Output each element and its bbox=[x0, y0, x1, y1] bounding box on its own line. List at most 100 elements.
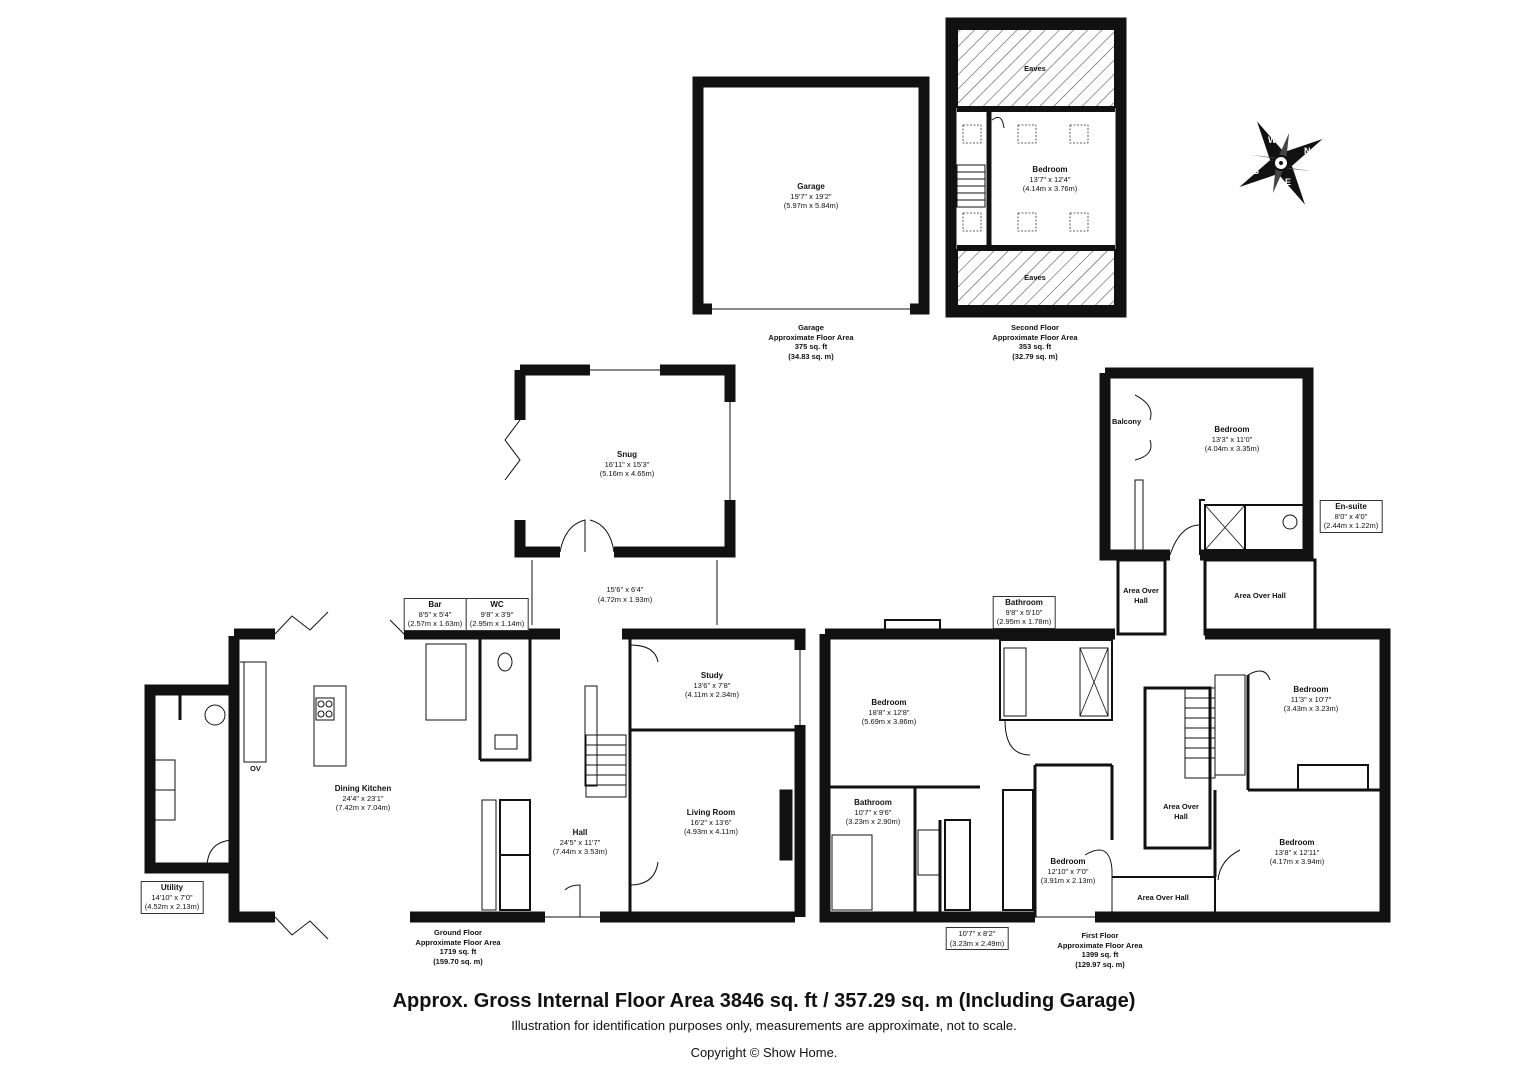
room-name: Study bbox=[700, 671, 724, 680]
floor-area-sqft: 1399 sq. ft bbox=[1081, 950, 1119, 959]
room-size-metric: (4.04m x 3.35m) bbox=[1204, 444, 1260, 453]
compass-north-label: N bbox=[1304, 146, 1311, 156]
gross-floor-area-title: Approx. Gross Internal Floor Area 3846 s… bbox=[392, 990, 1136, 1012]
compass-west-label: W bbox=[1268, 135, 1277, 145]
disclaimer-note: Illustration for identification purposes… bbox=[511, 1018, 1017, 1033]
room-size-imperial: 15'6" x 6'4" bbox=[606, 585, 644, 594]
first-floor-area: First Floor Approximate Floor Area 1399 … bbox=[1057, 931, 1142, 969]
first-bedroom-right-bottom-label: Bedroom 13'8" x 12'11" (4.17m x 3.94m) bbox=[1270, 838, 1325, 867]
ground-floor-plan bbox=[144, 364, 806, 940]
room-size-imperial: 19'7" x 19'2" bbox=[790, 191, 832, 201]
floor-area-label: Approximate Floor Area bbox=[992, 332, 1078, 342]
compass-rose bbox=[1239, 121, 1323, 205]
second-floor-area: Second Floor Approximate Floor Area 353 … bbox=[992, 323, 1077, 361]
floor-area-label: Approximate Floor Area bbox=[415, 937, 501, 947]
room-size-metric: (4.17m x 3.94m) bbox=[1269, 857, 1325, 866]
area-over-hall-label: Area Over Hall bbox=[1123, 586, 1159, 605]
first-bathroom-top-label: Bathroom 9'8" x 5'10" (2.95m x 1.78m) bbox=[992, 596, 1056, 629]
room-size-metric: (4.52m x 2.13m) bbox=[144, 902, 200, 911]
floor-area-sqm: (34.83 sq. m) bbox=[788, 351, 834, 361]
room-name: Utility bbox=[160, 883, 184, 892]
floor-area-sqm: (129.97 sq. m) bbox=[1075, 959, 1125, 969]
room-name: Bedroom bbox=[1050, 857, 1086, 866]
living-room-label: Living Room 16'2" x 13'6" (4.93m x 4.11m… bbox=[684, 808, 738, 837]
ground-floor-area: Ground Floor Approximate Floor Area 1719… bbox=[415, 928, 500, 966]
room-size-imperial: 8'0" x 4'0" bbox=[1334, 511, 1368, 521]
room-size-metric: (4.72m x 1.93m) bbox=[597, 594, 653, 604]
utility-room-label: Utility 14'10" x 7'0" (4.52m x 2.13m) bbox=[140, 881, 204, 914]
room-size-metric: (7.42m x 7.04m) bbox=[335, 803, 391, 812]
oven-label: OV bbox=[250, 764, 261, 773]
room-size-imperial: 9'8" x 5'10" bbox=[1005, 607, 1043, 617]
floor-name: Ground Floor bbox=[434, 928, 482, 937]
room-size-imperial: 24'5" x 11'7" bbox=[559, 837, 601, 847]
floor-name: Second Floor bbox=[1011, 323, 1059, 332]
room-size-metric: (3.43m x 3.23m) bbox=[1283, 704, 1339, 713]
room-size-imperial: 10'7" x 9'6" bbox=[854, 807, 892, 817]
area-over-hall-label: Area Over Hall bbox=[1163, 802, 1199, 821]
room-size-metric: (4.14m x 3.76m) bbox=[1022, 184, 1078, 193]
room-size-metric: (2.95m x 1.14m) bbox=[469, 619, 525, 628]
compass-south-label: S bbox=[1253, 166, 1260, 176]
room-size-metric: (3.91m x 2.13m) bbox=[1040, 876, 1096, 885]
hall-room-label: Hall 24'5" x 11'7" (7.44m x 3.53m) bbox=[553, 828, 608, 857]
room-name: WC bbox=[490, 600, 504, 609]
garage-room-label: Garage 19'7" x 19'2" (5.97m x 5.84m) bbox=[784, 182, 839, 211]
first-bedroom-right-top-label: Bedroom 11'3" x 10'7" (3.43m x 3.23m) bbox=[1284, 685, 1339, 714]
room-size-metric: (2.44m x 1.22m) bbox=[1323, 521, 1379, 530]
room-size-imperial: 13'3" x 11'0" bbox=[1211, 434, 1253, 444]
room-name: Bedroom bbox=[1279, 838, 1315, 847]
floor-area-label: Approximate Floor Area bbox=[1057, 940, 1143, 950]
room-size-imperial: 13'6" x 7'8" bbox=[693, 680, 731, 690]
room-size-metric: (4.11m x 2.34m) bbox=[684, 690, 740, 699]
room-name: En-suite bbox=[1335, 502, 1367, 511]
garage-floor-area: Garage Approximate Floor Area 375 sq. ft… bbox=[768, 323, 853, 361]
room-name: Bedroom bbox=[1032, 165, 1068, 174]
floor-area-sqft: 375 sq. ft bbox=[794, 342, 828, 351]
floor-name: First Floor bbox=[1081, 931, 1119, 940]
compass-east-label: E bbox=[1285, 177, 1292, 187]
room-name: Dining Kitchen bbox=[334, 784, 392, 793]
room-size-imperial: 9'8" x 3'9" bbox=[480, 609, 514, 619]
room-name: Hall bbox=[572, 828, 588, 837]
first-bedroom-mid-label: Bedroom 12'10" x 7'0" (3.91m x 2.13m) bbox=[1041, 857, 1096, 886]
room-size-metric: (3.23m x 2.49m) bbox=[949, 938, 1005, 948]
room-size-imperial: 11'3" x 10'7" bbox=[1290, 694, 1332, 704]
floor-area-sqm: (32.79 sq. m) bbox=[1012, 351, 1058, 361]
room-size-metric: (5.16m x 4.65m) bbox=[599, 469, 655, 478]
second-floor-plan bbox=[945, 17, 1127, 318]
room-size-imperial: 16'11" x 15'3" bbox=[604, 459, 650, 469]
floor-name: Garage bbox=[798, 323, 824, 332]
area-over-hall-label: Area Over Hall bbox=[1234, 591, 1286, 600]
room-size-metric: (7.44m x 3.53m) bbox=[552, 847, 608, 856]
room-name: Bedroom bbox=[871, 698, 907, 707]
first-floor-plan bbox=[819, 367, 1391, 923]
room-size-imperial: 10'7" x 8'2" bbox=[958, 929, 996, 938]
floor-area-sqft: 1719 sq. ft bbox=[439, 947, 477, 956]
copyright-text: Copyright © Show Home. bbox=[690, 1045, 838, 1060]
room-size-metric: (5.97m x 5.84m) bbox=[783, 201, 839, 210]
dressing-room-label: 10'7" x 8'2" (3.23m x 2.49m) bbox=[945, 927, 1009, 950]
room-size-imperial: 13'7" x 12'4" bbox=[1029, 174, 1071, 184]
first-bedroom-left-label: Bedroom 18'8" x 12'8" (5.69m x 3.86m) bbox=[862, 698, 917, 727]
room-size-metric: (2.95m x 1.78m) bbox=[996, 617, 1052, 626]
room-name: Bathroom bbox=[854, 798, 892, 807]
floor-area-sqft: 353 sq. ft bbox=[1018, 342, 1052, 351]
dining-kitchen-label: Dining Kitchen 24'4" x 23'1" (7.42m x 7.… bbox=[335, 784, 391, 813]
room-size-imperial: 16'2" x 13'6" bbox=[690, 817, 732, 827]
room-size-imperial: 24'4" x 23'1" bbox=[342, 793, 384, 803]
room-size-metric: (4.93m x 4.11m) bbox=[683, 827, 739, 836]
room-size-imperial: 13'8" x 12'11" bbox=[1274, 847, 1320, 857]
room-name: Bar bbox=[428, 600, 442, 609]
eaves-bottom-label: Eaves bbox=[1024, 273, 1046, 282]
study-room-label: Study 13'6" x 7'8" (4.11m x 2.34m) bbox=[685, 671, 739, 700]
ensuite-room-label: En-suite 8'0" x 4'0" (2.44m x 1.22m) bbox=[1319, 500, 1383, 533]
room-size-metric: (3.23m x 2.90m) bbox=[845, 817, 901, 826]
floor-area-sqm: (159.70 sq. m) bbox=[433, 956, 483, 966]
room-size-imperial: 8'5" x 5'4" bbox=[418, 609, 452, 619]
lobby-room-label: 15'6" x 6'4" (4.72m x 1.93m) bbox=[598, 585, 653, 604]
room-name: Living Room bbox=[686, 808, 736, 817]
room-name: Bathroom bbox=[1005, 598, 1043, 607]
room-size-imperial: 18'8" x 12'8" bbox=[868, 707, 910, 717]
